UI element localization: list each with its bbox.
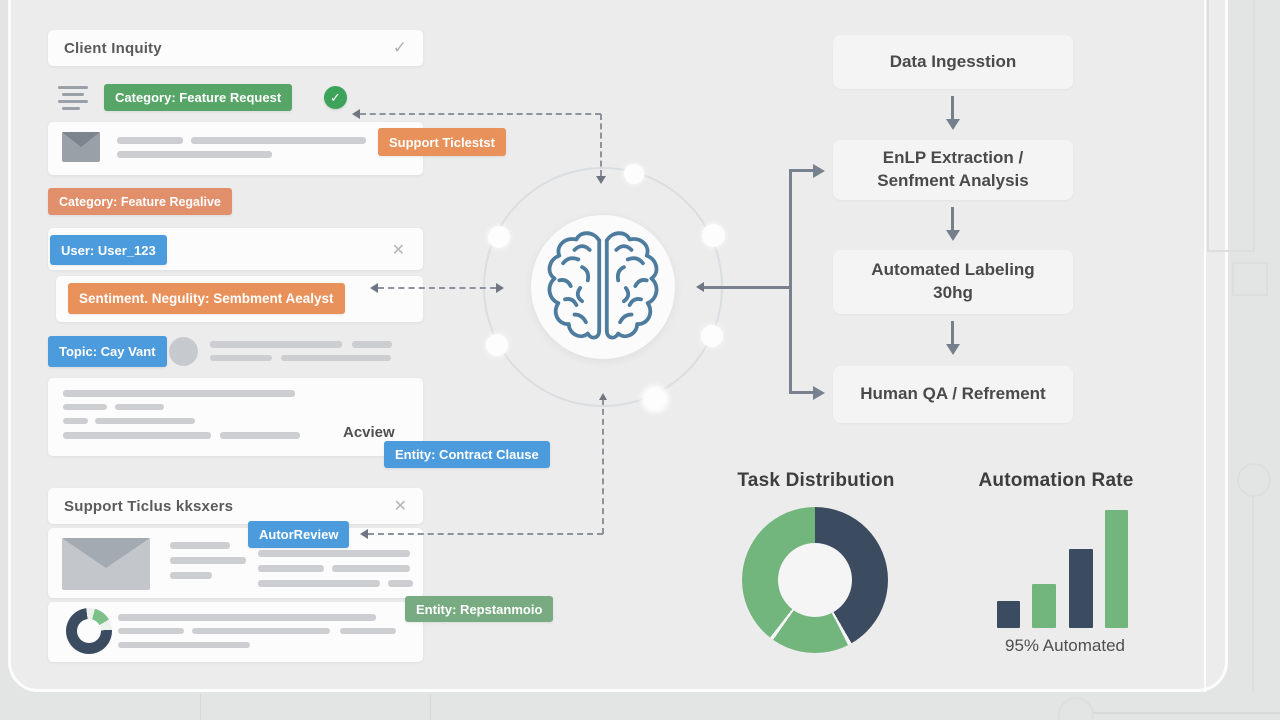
bar-2 xyxy=(1032,584,1056,628)
background-tick-1 xyxy=(200,694,201,720)
bar-1 xyxy=(997,601,1020,628)
client-inquiry-card: Client Inquity ✓ xyxy=(48,30,423,66)
progress-spinner-icon xyxy=(66,608,112,654)
ring-dot xyxy=(624,164,644,184)
category-negative-tag: Category: Feature Regalive xyxy=(48,188,232,215)
automation-rate-bar-chart xyxy=(995,505,1135,628)
envelope-icon xyxy=(62,132,100,162)
task-distribution-donut xyxy=(742,507,888,653)
ring-dot xyxy=(488,226,510,248)
connector-dashed-bottom-rise xyxy=(602,399,604,534)
background-circle-bottom xyxy=(1058,697,1094,720)
brain-icon xyxy=(547,231,659,340)
ring-dot xyxy=(701,325,723,347)
sentiment-tag: Sentiment. Negulity: Sembment Aealyst xyxy=(68,283,345,314)
entity-contract-tag: Entity: Contract Clause xyxy=(384,441,550,468)
background-vertical-line xyxy=(1204,0,1206,692)
user-card: User: User_123 ✕ xyxy=(48,228,423,270)
automation-rate-caption: 95% Automated xyxy=(1004,636,1126,655)
connector-dashed-bottom xyxy=(368,533,603,535)
ring-dot xyxy=(702,224,725,247)
check-icon: ✓ xyxy=(392,38,407,57)
check-badge-icon: ✓ xyxy=(330,89,341,105)
flow-arrow xyxy=(951,321,954,344)
support-ticket-title: Support Ticlus kksxers xyxy=(64,497,234,515)
review-label: Acview xyxy=(343,424,395,441)
check-badge: ✓ xyxy=(324,86,347,109)
support-ticket-card-header: Support Ticlus kksxers ✕ xyxy=(48,488,423,524)
connector-brain-to-flow xyxy=(703,286,791,289)
background-square-decoration xyxy=(1232,262,1268,296)
flow-step-nlp-extraction: EnLP Extraction / Senfment Analysis xyxy=(833,140,1073,200)
background-line-decoration xyxy=(1252,497,1254,692)
close-icon[interactable]: ✕ xyxy=(393,498,407,515)
donut-hole xyxy=(778,543,852,617)
list-icon xyxy=(58,84,92,110)
email-message-card xyxy=(48,122,423,175)
flow-arrow xyxy=(951,96,954,119)
flow-arrow xyxy=(951,207,954,230)
ring-dot xyxy=(486,334,508,356)
support-ticket-tag: Support Ticlestst xyxy=(378,128,506,156)
background-circle-decoration xyxy=(1237,463,1271,497)
connector-flow-branch xyxy=(789,170,792,394)
task-distribution-title: Task Distribution xyxy=(737,470,895,491)
flow-step-automated-labeling: Automated Labeling 30hg xyxy=(833,250,1073,314)
background-rect-decoration xyxy=(1207,0,1255,252)
background-line-bottom xyxy=(1094,712,1280,714)
automation-rate-title: Automation Rate xyxy=(978,470,1134,491)
sentiment-card: Sentiment. Negulity: Sembment Aealyst xyxy=(56,276,423,322)
ring-dot xyxy=(642,386,668,412)
support-ticket-card-body xyxy=(48,528,423,598)
envelope-icon-large xyxy=(62,538,150,590)
close-icon[interactable]: ✕ xyxy=(391,242,405,259)
category-request-tag: Category: Feature Request xyxy=(104,84,293,111)
document-card: Acview xyxy=(48,378,423,456)
connector-dashed-top xyxy=(360,113,601,115)
analysis-card xyxy=(48,602,423,662)
background-tick-2 xyxy=(430,694,431,720)
connector-dashed-top-drop xyxy=(600,114,602,176)
brain-circle xyxy=(531,215,675,359)
bar-3 xyxy=(1069,549,1093,628)
flow-step-data-ingestion: Data Ingesstion xyxy=(833,35,1073,89)
client-inquiry-title: Client Inquity xyxy=(64,39,162,57)
entity-rep-tag: Entity: Repstanmoio xyxy=(405,596,554,622)
flow-step-human-qa: Human QA / Refrement xyxy=(833,366,1073,423)
avatar xyxy=(169,337,198,366)
bar-4 xyxy=(1105,510,1128,628)
user-tag: User: User_123 xyxy=(50,235,167,265)
autoreview-tag: AutorReview xyxy=(248,521,350,548)
connector-dashed-middle xyxy=(378,287,496,289)
topic-tag: Topic: Cay Vant xyxy=(48,336,167,367)
